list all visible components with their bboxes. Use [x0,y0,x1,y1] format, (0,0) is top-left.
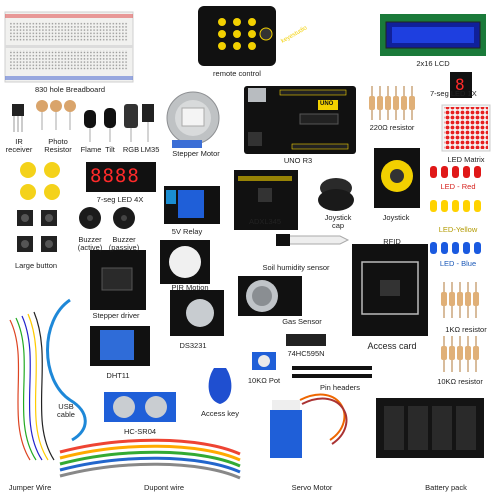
label-tilt: Tilt [105,145,115,154]
label-battery-pack: Battery pack [425,483,467,492]
relay-module [164,186,220,224]
flame-tilt-sensors [84,104,154,142]
label-pot: 10KΩ Pot [247,376,281,385]
potentiometer [252,352,276,370]
stepper-driver [90,250,146,310]
jumper-wires [9,311,55,461]
label-relay: 5V Relay [171,227,203,236]
label-joystick-cap: Joystick cap [324,213,352,230]
label-buzzer-passive: Buzzer (passive) [108,235,140,252]
seven-seg-4x [86,162,156,192]
ir-receiver [12,104,24,132]
label-220-resistor: 220Ω resistor [369,123,415,132]
seg-1x-digit: 8 [455,75,465,94]
label-1k-resistor: 1KΩ resistor [445,325,487,334]
stepper-motor [166,91,220,148]
label-buzzer-active: Buzzer (active) [77,235,103,252]
adxl345-module [234,170,298,230]
label-lcd: 2x16 LCD [416,59,450,68]
label-flame: Flame [80,145,102,154]
label-joystick: Joystick [382,213,410,222]
led-matrix [441,104,491,152]
label-large-button: Large button [14,261,58,270]
label-seg-1x: 7-seg LED 1X [430,89,477,98]
servo-motor [270,393,348,458]
ds3231-module [170,290,224,336]
access-key-fob [208,368,232,404]
label-adxl: ADXL345 [248,217,282,226]
label-soil: Soil humidity sensor [262,263,330,272]
label-servo: Servo Motor [291,483,333,492]
label-stepper-driver: Stepper driver [92,311,140,320]
seven-seg-1x [450,72,472,98]
label-74hc595: 74HC595N [287,349,325,358]
label-stepper-motor: Stepper Motor [172,149,220,158]
label-photo-resistor: Photo Resistor [44,137,72,154]
label-dht11: DHT11 [106,371,130,380]
pin-headers [292,366,372,378]
label-hc-sr04: HC-SR04 [123,427,157,436]
label-led-matrix: LED Matrix [447,155,485,164]
joystick-module [374,148,420,208]
label-rfid: RFID [383,237,401,246]
label-lm35: LM35 [140,145,160,154]
seg-4x-digits: 8888 [90,165,140,187]
label-dupont-wire: Dupont wire [143,483,185,492]
label-led-red: LED - Red [440,182,476,191]
leds-blue [430,242,481,254]
label-pin-headers: Pin headers [319,383,361,392]
breadboard [4,11,134,83]
label-ds3231: DS3231 [179,341,207,350]
arduino-uno-board [244,86,356,154]
label-gas: Gas Sensor [282,317,322,326]
label-seg-4x: 7-seg LED 4X [96,195,144,204]
label-led-yellow: LED-Yellow [438,225,478,234]
label-pir: PIR Motion [171,283,209,292]
label-access-card: Access card [367,341,417,351]
ic-74hc595 [286,334,326,346]
buzzers [79,207,135,229]
large-buttons [17,210,57,252]
resistors-10k [441,336,479,372]
battery-pack [376,398,484,458]
soil-humidity-sensor [276,234,350,246]
label-remote: remote control [213,69,261,78]
photo-resistors [36,100,76,130]
leds-red [430,166,481,178]
gas-sensor [238,276,302,316]
label-led-blue: LED - Blue [439,259,477,268]
label-access-key: Access key [201,409,239,418]
uno-badge: UNO [320,101,334,107]
label-ir-receiver: IR receiver [5,137,33,154]
dupont-wire-ribbon [59,438,241,480]
rfid-module [352,244,428,336]
lcd-module [380,14,486,56]
label-rgb: RGB [122,145,140,154]
resistors-1k [441,282,479,318]
label-breadboard: 830 hole Breadboard [34,85,106,94]
resistors-220 [369,86,415,120]
leds-yellow [430,200,481,212]
label-10k-resistor: 10KΩ resistor [437,377,483,386]
remote-control [198,6,276,66]
joystick-cap [318,178,354,211]
button-caps [20,162,60,200]
label-jumper-wire: Jumper Wire [8,483,52,492]
pir-motion-sensor [160,240,210,284]
label-uno: UNO R3 [283,156,313,165]
label-usb-cable: USB cable [57,402,75,419]
hc-sr04-module [104,392,176,422]
usb-cable [46,298,87,442]
dht11-module [90,326,150,366]
